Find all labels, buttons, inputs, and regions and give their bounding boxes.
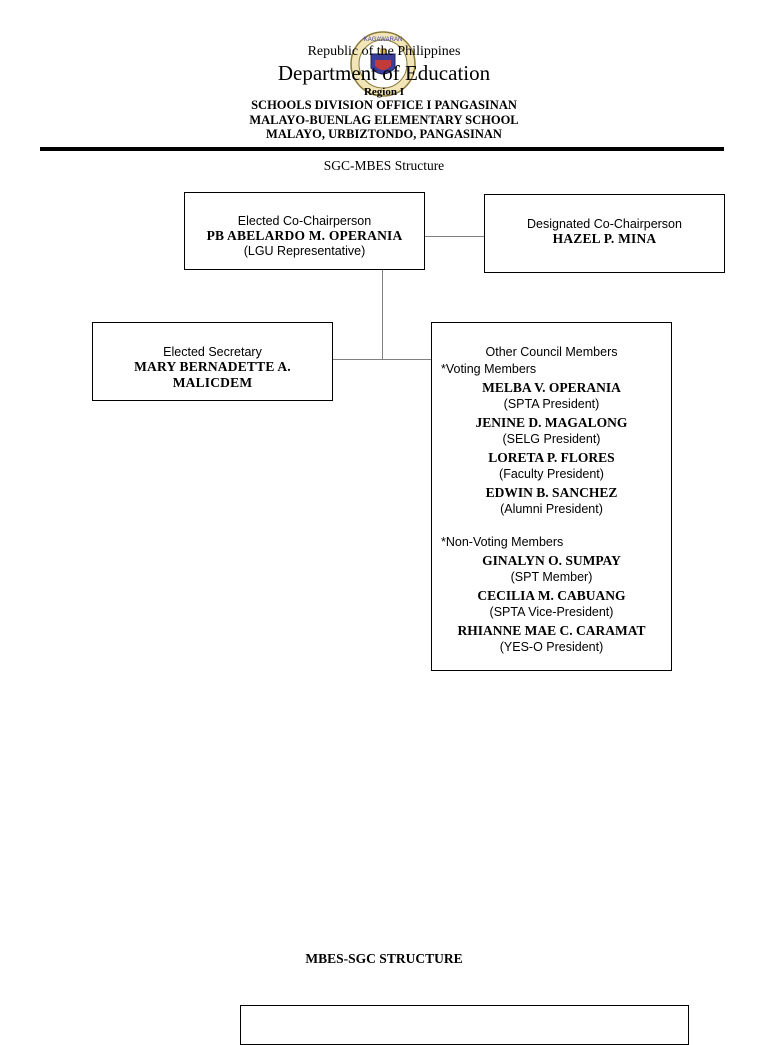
secretary-name-line1: MARY BERNADETTE A. [134, 359, 291, 374]
cochair-name: PB ABELARDO M. OPERANIA [206, 228, 403, 243]
bottom-structure-box [240, 1005, 689, 1045]
svg-text:KAGAWARAN: KAGAWARAN [364, 37, 403, 43]
school-address-line: MALAYO, URBIZTONDO, PANGASINAN [266, 127, 502, 141]
republic-heading: Republic of the Philippines [307, 44, 461, 59]
voting-members-label: *Voting Members [441, 362, 537, 376]
member-role: (Faculty President) [499, 467, 604, 481]
connector-branch [333, 359, 431, 360]
department-heading: Department of Education [277, 61, 491, 85]
designated-name: HAZEL P. MINA [552, 231, 657, 246]
designated-role: Designated Co-Chairperson [527, 217, 682, 231]
member-role: (Alumni President) [500, 502, 603, 516]
connector-cochair-designated [425, 236, 484, 237]
group-spacer [432, 518, 671, 534]
structure-subtitle: SGC-MBES Structure [323, 158, 445, 173]
cochair-role: Elected Co-Chairperson [237, 214, 372, 228]
header-divider [40, 147, 724, 151]
bottom-structure-title: MBES-SGC STRUCTURE [305, 951, 463, 966]
member-role: (SPTA President) [503, 397, 600, 411]
nonvoting-members-label: *Non-Voting Members [441, 535, 564, 549]
member-role: (SPTA Vice-President) [489, 605, 614, 619]
secretary-box: Elected Secretary MARY BERNADETTE A. MAL… [92, 322, 333, 401]
members-role: Other Council Members [485, 345, 618, 359]
member-role: (YES-O President) [499, 640, 604, 654]
designated-cochair-box: Designated Co-Chairperson HAZEL P. MINA [484, 194, 725, 273]
voting-members-list: MELBA V. OPERANIA (SPTA President) JENIN… [432, 379, 671, 518]
deped-seal-icon: KAGAWARAN [350, 31, 416, 97]
cochair-box: Elected Co-Chairperson PB ABELARDO M. OP… [184, 192, 425, 270]
member-name: GINALYN O. SUMPAY [482, 553, 621, 568]
member-name: EDWIN B. SANCHEZ [485, 485, 618, 500]
region-heading: Region I [363, 86, 405, 98]
member-name: RHIANNE MAE C. CARAMAT [457, 623, 646, 638]
nonvoting-members-list: GINALYN O. SUMPAY (SPT Member) CECILIA M… [432, 552, 671, 656]
connector-trunk [382, 240, 383, 360]
school-name-line: MALAYO-BUENLAG ELEMENTARY SCHOOL [249, 113, 519, 127]
member-name: JENINE D. MAGALONG [475, 415, 628, 430]
secretary-role: Elected Secretary [163, 345, 262, 359]
division-office-line: SCHOOLS DIVISION OFFICE I PANGASINAN [251, 98, 517, 112]
member-name: CECILIA M. CABUANG [477, 588, 626, 603]
secretary-name-line2: MALICDEM [172, 375, 253, 390]
member-name: LORETA P. FLORES [488, 450, 615, 465]
member-role: (SPT Member) [510, 570, 593, 584]
member-role: (SELG President) [502, 432, 601, 446]
member-name: MELBA V. OPERANIA [482, 380, 621, 395]
council-members-box: Other Council Members *Voting Members ME… [431, 322, 672, 671]
cochair-note: (LGU Representative) [243, 244, 366, 258]
